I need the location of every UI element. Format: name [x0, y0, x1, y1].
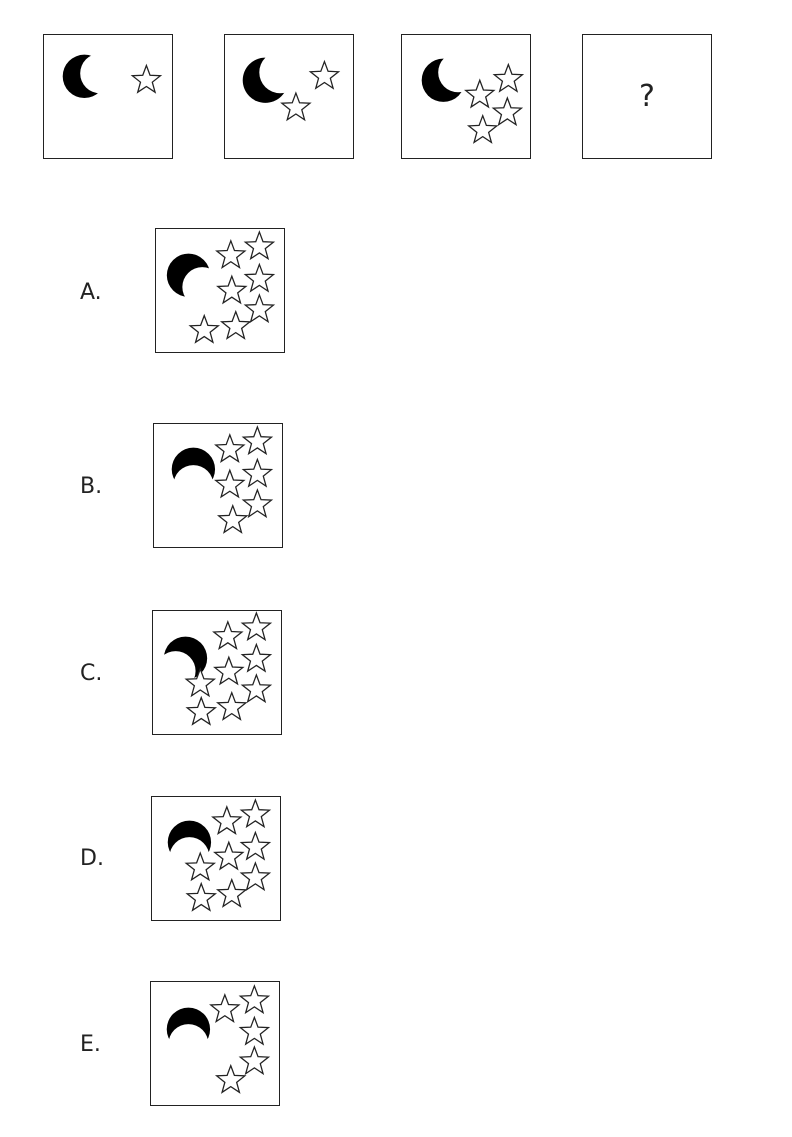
option-e-panel[interactable]: [150, 981, 280, 1106]
option-e-star-icon-1: [209, 992, 241, 1023]
option-c-figure: [163, 611, 273, 726]
option-e-star-icon-2: [238, 984, 271, 1015]
option-e-star-icon-4: [238, 1045, 271, 1076]
option-b-label: B.: [80, 474, 103, 499]
option-b-star-icon-6: [216, 503, 249, 534]
sequence-panel-unknown: ?: [582, 34, 712, 159]
option-e-label: E.: [80, 1032, 101, 1057]
option-c-star-icon-6: [184, 667, 217, 698]
panel-1-star-icon-1: [130, 63, 163, 94]
option-d-star-icon-3: [213, 840, 245, 871]
option-a-star-icon-2: [243, 230, 276, 261]
panel-3-star-icon-4: [466, 113, 499, 144]
option-c-star-icon-4: [240, 642, 273, 673]
option-e-figure: [166, 984, 271, 1094]
panel-3-crescent-moon-icon: [421, 58, 466, 102]
sequence-panel-2: [224, 34, 354, 159]
option-a-crescent-moon-icon: [166, 253, 211, 297]
option-d-star-icon-6: [184, 851, 217, 882]
option-d-crescent-moon-icon: [167, 820, 212, 864]
option-d-star-icon-4: [239, 830, 272, 861]
sequence-panel-3: [401, 34, 531, 159]
option-c-crescent-moon-icon: [163, 636, 208, 680]
option-d-star-icon-5: [239, 861, 272, 892]
option-b-star-icon-1: [214, 432, 246, 464]
panel-3-star-icon-1: [492, 62, 525, 93]
option-c-star-icon-1: [212, 619, 244, 651]
option-a-panel[interactable]: [155, 228, 285, 353]
option-b-star-icon-2: [241, 425, 274, 456]
option-b-crescent-moon-icon: [171, 447, 216, 491]
option-a-star-icon-5: [243, 293, 276, 324]
option-d-star-icon-8: [185, 881, 218, 912]
option-d-label: D.: [80, 846, 104, 871]
option-e-star-icon-3: [238, 1015, 271, 1046]
option-c-panel[interactable]: [152, 610, 282, 735]
option-d-panel[interactable]: [151, 796, 281, 921]
option-a-star-icon-4: [243, 262, 276, 293]
panel-3-star-icon-2: [463, 78, 496, 109]
option-c-star-icon-3: [213, 655, 245, 686]
option-b-figure: [171, 425, 274, 534]
panel-3-star-icon-3: [491, 96, 524, 127]
option-e-crescent-moon-icon: [166, 1007, 211, 1051]
option-b-star-icon-3: [214, 468, 246, 499]
option-c-star-icon-7: [215, 690, 248, 721]
option-a-label: A.: [80, 280, 102, 305]
option-a-star-icon-7: [219, 309, 252, 340]
option-a-star-icon-3: [216, 274, 248, 305]
option-b-panel[interactable]: [153, 423, 283, 548]
panel-3-figure: [421, 58, 525, 144]
panel-2-crescent-moon-icon: [242, 57, 289, 103]
option-d-figure: [167, 798, 272, 912]
option-d-star-icon-1: [211, 805, 243, 836]
option-e-star-icon-5: [214, 1063, 247, 1094]
panel-2-star-icon-2: [280, 91, 312, 122]
option-d-star-icon-2: [239, 798, 272, 829]
option-c-star-icon-5: [240, 673, 273, 704]
option-d-star-icon-7: [215, 877, 248, 908]
option-b-star-icon-5: [241, 488, 274, 519]
panel-1-crescent-moon-icon: [62, 54, 107, 98]
question-mark: ?: [639, 79, 655, 114]
panel-2-figure: [242, 57, 341, 122]
option-c-star-icon-2: [240, 611, 273, 642]
sequence-panel-1: [43, 34, 173, 159]
panel-2-star-icon-1: [308, 59, 341, 90]
option-c-star-icon-8: [185, 695, 218, 726]
option-a-figure: [166, 230, 276, 344]
option-a-star-icon-1: [215, 238, 247, 269]
option-c-label: C.: [80, 661, 103, 686]
option-a-star-icon-6: [188, 313, 221, 344]
option-b-star-icon-4: [241, 457, 274, 488]
panel-1-figure: [62, 54, 163, 98]
